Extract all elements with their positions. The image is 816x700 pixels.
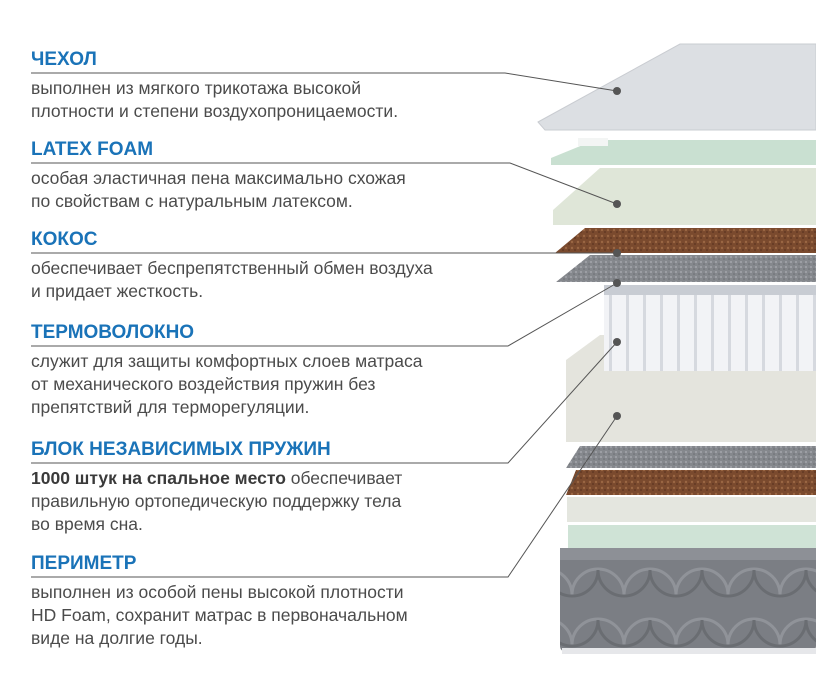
section-title: КОКОС [31,229,98,250]
section-thermofiber: ТЕРМОВОЛОКНО служит для защиты комфортны… [31,322,521,419]
desc-line: и придает жесткость. [31,281,204,301]
thermofelt-layer [556,255,816,282]
section-title: LATEX FOAM [31,139,154,160]
section-perimeter: ПЕРИМЕТР выполнен из особой пены высокой… [31,553,521,650]
desc-line: HD Foam, сохранит матрас в первоначально… [31,605,408,625]
section-title: ПЕРИМЕТР [31,553,137,574]
bottom-foam-layer [567,497,816,522]
section-title: ЧЕХОЛ [31,49,97,70]
section-cover: ЧЕХОЛ выполнен из мягкого трикотажа высо… [31,49,521,123]
desc-line: виде на долгие годы. [31,628,203,648]
desc-line: обеспечивает беспрепятственный обмен воз… [31,258,433,278]
desc-line: выполнен из мягкого трикотажа высокой [31,78,362,98]
desc-line: служит для защиты комфортных слоев матра… [31,351,423,371]
desc-bold: 1000 штук на спальное место [31,468,286,488]
spring-block [604,285,816,371]
desc-line: плотности и степени воздухопроницаемости… [31,101,399,121]
desc-line: препятствий для терморегуляции. [31,397,310,417]
leader-lines [31,72,618,578]
section-title: ТЕРМОВОЛОКНО [31,322,195,343]
desc-line: обеспечивает [285,468,403,488]
section-latex-foam: LATEX FOAM особая эластичная пена максим… [31,139,521,213]
section-coconut: КОКОС обеспечивает беспрепятственный обм… [31,229,521,303]
bottom-coconut-layer [566,470,816,495]
desc-line: особая эластичная пена максимально схожа… [31,168,406,188]
bottom-latex-layer [568,525,816,548]
latex-foam-layer-upper [551,140,816,165]
coconut-layer [555,228,816,253]
desc-line: от механического воздействия пружин без [31,374,376,394]
desc-line: во время сна. [31,514,143,534]
cover-layer [537,43,816,131]
leader-dots [613,87,621,420]
mattress-base-cover [560,548,816,654]
desc-line: правильную ортопедическую поддержку тела [31,491,402,511]
bottom-felt-layer [566,446,816,468]
latex-foam-layer-lower [553,168,816,225]
desc-line: выполнен из особой пены высокой плотност… [31,582,404,602]
section-spring-block: БЛОК НЕЗАВИСИМЫХ ПРУЖИН 1000 штук на спа… [31,439,521,536]
desc-line: по свойствам с натуральным латексом. [31,191,353,211]
section-title: БЛОК НЕЗАВИСИМЫХ ПРУЖИН [31,439,331,460]
